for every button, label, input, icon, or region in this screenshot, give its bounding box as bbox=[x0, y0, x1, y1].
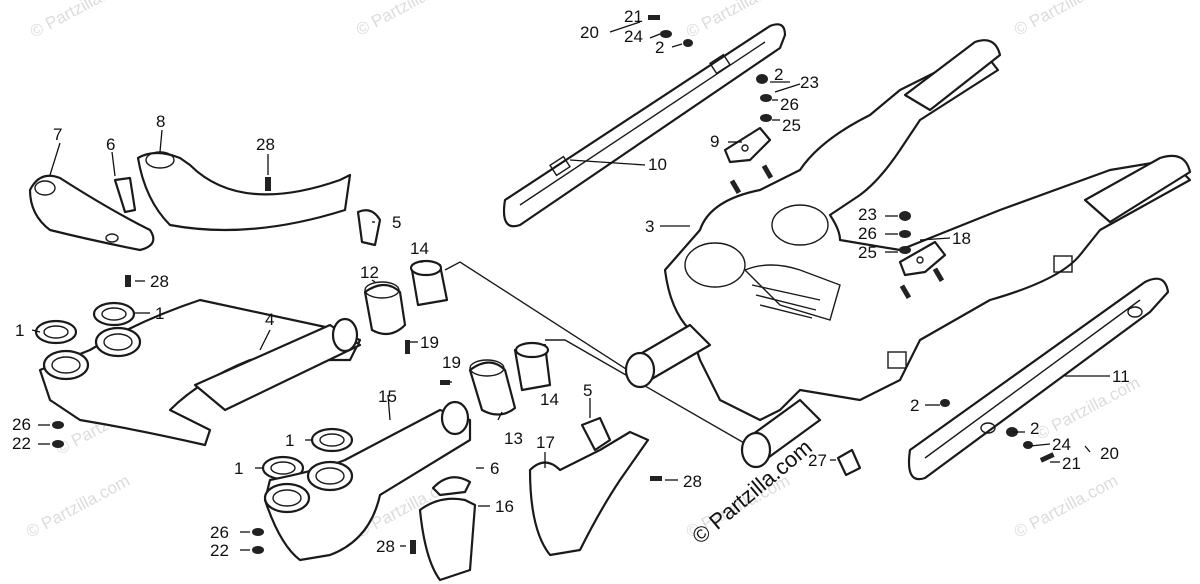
callout-2-lower-left: 2 bbox=[910, 396, 919, 415]
callout-24-lower: 24 bbox=[1052, 435, 1071, 454]
clamp-6-upper bbox=[113, 176, 137, 214]
callout-24-top: 24 bbox=[624, 27, 643, 46]
callout-1-right-b: 1 bbox=[234, 459, 243, 478]
exhaust-pipe-15 bbox=[263, 400, 472, 562]
callout-14-lower: 14 bbox=[540, 390, 559, 409]
watermark-top-left: © Partzilla.com bbox=[27, 0, 137, 42]
callout-17: 17 bbox=[536, 433, 555, 452]
callout-23-lower: 23 bbox=[858, 205, 877, 224]
pipe-cover-7 bbox=[28, 174, 155, 252]
gaskets-1 bbox=[34, 301, 354, 481]
heat-shield-10 bbox=[502, 23, 787, 228]
callout-28-left: 28 bbox=[150, 272, 169, 291]
callout-10: 10 bbox=[648, 155, 667, 174]
callout-28-upper: 28 bbox=[256, 135, 275, 154]
callout-4: 4 bbox=[265, 310, 274, 329]
callout-1-right-a: 1 bbox=[285, 431, 294, 450]
exhaust-pipe-4 bbox=[38, 298, 362, 447]
bracket-9 bbox=[723, 126, 772, 164]
hardware-upper-right-shield bbox=[648, 15, 1055, 463]
callout-2-top: 2 bbox=[655, 38, 664, 57]
muffler-assembly-3 bbox=[624, 39, 1192, 469]
callout-28-lower-right: 28 bbox=[683, 472, 702, 491]
callout-6-lower: 6 bbox=[490, 459, 499, 478]
callout-21-lower: 21 bbox=[1062, 454, 1081, 473]
callout-16: 16 bbox=[495, 497, 514, 516]
callout-13: 13 bbox=[504, 429, 523, 448]
pipe-cover-8 bbox=[136, 151, 352, 232]
pipe-cover-17 bbox=[528, 430, 650, 557]
leader-lines bbox=[31, 21, 1110, 551]
callout-19-upper: 19 bbox=[420, 333, 439, 352]
clamp-5-lower bbox=[580, 416, 612, 452]
callout-3: 3 bbox=[645, 217, 654, 236]
callout-20-lower: 20 bbox=[1100, 444, 1119, 463]
callout-22-lower-left: 22 bbox=[210, 541, 229, 560]
callout-23-upper: 23 bbox=[800, 73, 819, 92]
callout-26-lower-left: 26 bbox=[210, 523, 229, 542]
callout-26-left: 26 bbox=[12, 415, 31, 434]
callout-9: 9 bbox=[710, 132, 719, 151]
clamp-5-upper bbox=[356, 209, 382, 247]
callout-1-left-b: 1 bbox=[155, 304, 164, 323]
assembly-line-upper bbox=[444, 261, 641, 379]
sleeve-14-upper bbox=[409, 259, 449, 307]
callout-25-lower: 25 bbox=[858, 243, 877, 262]
callout-2-upper-right: 2 bbox=[774, 65, 783, 84]
assembly-lines bbox=[444, 261, 766, 456]
callout-28-bottom: 28 bbox=[376, 537, 395, 556]
callout-14-upper: 14 bbox=[410, 239, 429, 258]
callout-19-lower: 19 bbox=[442, 353, 461, 372]
clamp-12 bbox=[363, 281, 407, 336]
watermark-bottom-right: © Partzilla.com bbox=[1011, 471, 1121, 542]
watermark-top-right: © Partzilla.com bbox=[1011, 0, 1121, 40]
clamp-6-lower bbox=[431, 476, 472, 497]
callout-5-lower: 5 bbox=[583, 381, 592, 400]
callout-26-lower: 26 bbox=[858, 224, 877, 243]
clamp-13 bbox=[468, 359, 517, 416]
callout-numbers: 20 21 24 2 2 23 26 25 9 10 3 23 26 25 18… bbox=[12, 7, 1130, 560]
callout-2-lower-right: 2 bbox=[1030, 419, 1039, 438]
callout-6-upper: 6 bbox=[106, 135, 115, 154]
callout-11: 11 bbox=[1112, 367, 1130, 386]
watermark-bottom-left: © Partzilla.com bbox=[23, 471, 133, 542]
callout-5-upper: 5 bbox=[392, 213, 401, 232]
callout-27: 27 bbox=[808, 451, 827, 470]
sleeve-14-lower bbox=[513, 341, 552, 392]
watermark-top-center-left: © Partzilla.com bbox=[353, 0, 463, 40]
callout-15: 15 bbox=[378, 387, 397, 406]
heat-shield-11 bbox=[907, 277, 1170, 481]
bolts bbox=[52, 177, 662, 554]
bracket-27 bbox=[836, 448, 862, 477]
assembly-line-lower bbox=[545, 339, 766, 456]
callout-18: 18 bbox=[952, 229, 971, 248]
callout-12: 12 bbox=[360, 263, 379, 282]
callout-25-upper: 25 bbox=[782, 116, 801, 135]
pipe-cover-16 bbox=[418, 497, 477, 582]
callout-7: 7 bbox=[53, 125, 62, 144]
callout-20-top: 20 bbox=[580, 23, 599, 42]
callout-1-left-a: 1 bbox=[15, 321, 24, 340]
callout-8: 8 bbox=[156, 112, 165, 131]
bracket-18 bbox=[898, 240, 947, 277]
callout-22-left: 22 bbox=[12, 434, 31, 453]
callout-21-top: 21 bbox=[624, 7, 643, 26]
callout-26-upper: 26 bbox=[780, 95, 799, 114]
